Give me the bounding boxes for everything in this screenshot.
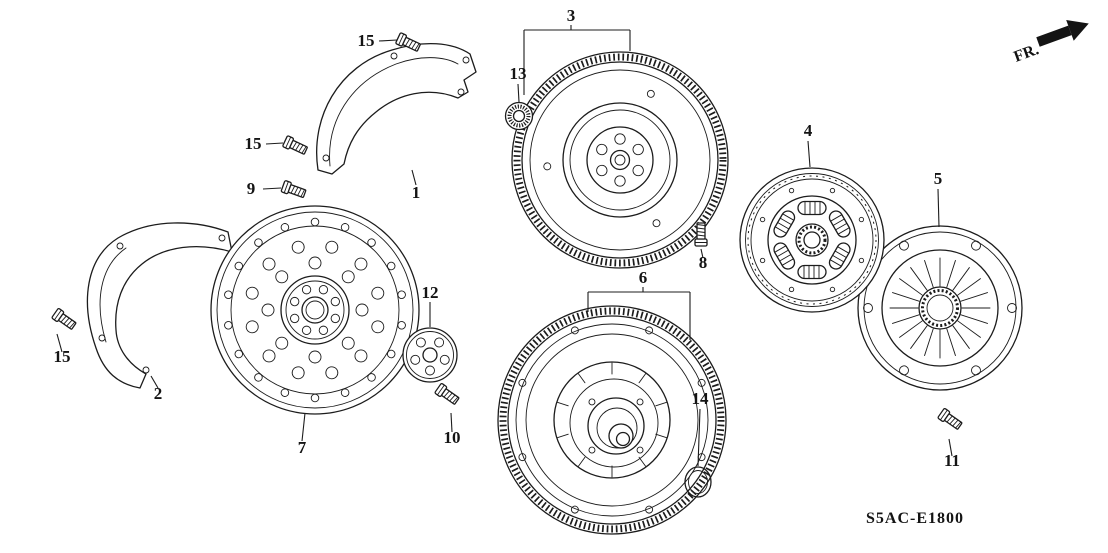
diaphragm-spring-fingers [889,257,991,359]
spacer-washer [402,327,458,383]
drive-plate-outer-hole-ring [224,217,406,403]
leader-2 [150,375,159,389]
callout-2: 2 [154,384,163,403]
leader-6 [587,287,691,340]
clutch-disc-rivets [759,187,865,293]
clutch-disc-springs [773,200,851,280]
bolt-10 [433,382,461,407]
callout-11: 11 [944,451,960,470]
leader-9 [262,187,282,190]
callout-3: 3 [567,6,576,25]
callout-14: 14 [692,389,710,408]
callout-5: 5 [934,169,943,188]
fr-label: FR. [1012,41,1042,66]
callout-8: 8 [699,253,708,272]
torque-converter [497,305,727,535]
pilot-bearing [504,101,534,131]
fr-arrow-icon [1036,20,1089,47]
leader-14 [697,408,701,467]
cover-lower [86,222,233,389]
callout-15-middle: 15 [245,134,262,153]
leader-4 [807,140,811,168]
callout-1: 1 [412,183,421,202]
leader-10 [450,412,453,433]
diagram-code: S5AC-E1800 [866,510,964,527]
bolt-15-bottom [50,307,78,332]
callout-15-bottom: 15 [54,347,71,366]
bolt-8 [694,222,708,247]
converter-hub-bolt-holes [588,398,644,454]
callout-12: 12 [422,283,439,302]
leader-15-bottom [56,333,63,353]
drive-plate-middle-hole-ring [245,240,385,380]
callout-13: 13 [510,64,527,83]
callout-9: 9 [247,179,256,198]
leader-11 [948,438,953,457]
leader-15-top [378,39,398,42]
drive-plate-bolt-hole-ring [290,285,340,335]
callout-6: 6 [639,268,648,287]
flywheel [511,51,729,269]
leader-5 [937,188,940,228]
fr-direction: FR. [1012,20,1089,66]
leader-8 [700,248,704,259]
callout-10: 10 [444,428,461,447]
leader-15-middle [265,142,284,145]
o-ring [684,466,712,498]
callout-7: 7 [298,438,307,457]
leader-lines [56,25,953,467]
bolt-11 [936,407,964,432]
drive-plate [210,205,420,415]
callout-15-top: 15 [358,31,375,50]
bolt-9 [280,179,308,201]
converter-body-vanes [557,362,667,478]
leader-1 [411,169,417,186]
drive-plate-inner-hole-ring [261,256,369,364]
pressure-plate-lug-holes [863,240,1017,376]
flywheel-face-holes [543,89,661,228]
cover-upper [316,42,477,175]
clutch-disc [739,167,885,313]
leader-3 [523,25,631,95]
flywheel-bolt-holes [596,133,644,187]
callout-4: 4 [804,121,813,140]
leader-13 [517,83,520,103]
leader-7 [301,412,306,442]
clutch-pressure-plate [857,225,1023,391]
bolt-15-middle [281,134,310,157]
converter-lug-holes [518,326,706,514]
